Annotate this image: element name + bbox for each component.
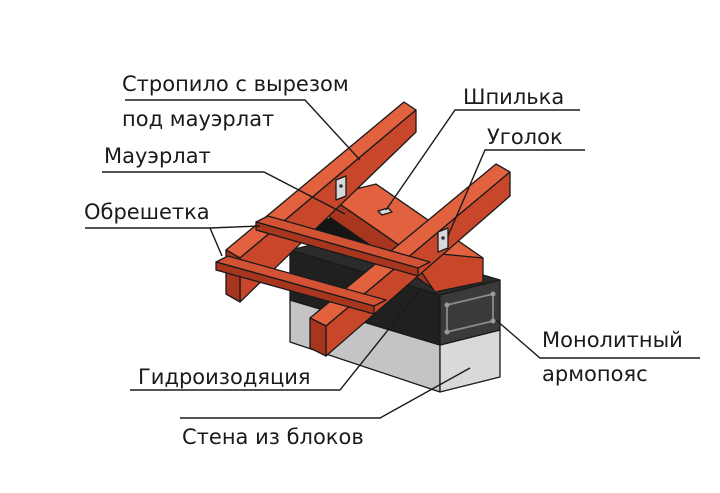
belt-rebar-dot [490,291,496,297]
angle-bracket-icon [335,175,347,201]
label-batten: Обрешетка [84,200,210,224]
rafter-near-end [309,317,327,357]
labels: Стропило с вырезом под мауэрлат Шпилька … [84,72,683,449]
label-waterproofing: Гидроизодяция [138,365,311,389]
label-stud: Шпилька [463,85,564,109]
leader-batten-2 [209,225,261,229]
angle-bolt [441,236,445,240]
leader-rafter [125,99,361,161]
angle-bracket-icon [437,227,449,253]
leader-wall [180,367,471,419]
stud-washer-icon [377,207,393,216]
label-rafter-line1: Стропило с вырезом [122,72,349,96]
label-angle: Уголок [487,125,563,149]
label-belt-line2: армопояс [542,362,648,386]
angle-bolt [339,184,343,188]
label-mauerlat: Мауэрлат [104,144,211,168]
label-belt-line1: Монолитный [542,328,683,352]
batten-lower-side [215,261,375,315]
label-rafter-line2: под мауэрлат [122,107,274,131]
leader-mauerlat [102,171,346,215]
belt-rebar-dot [490,318,496,324]
battens [215,215,431,315]
leader-batten [85,227,223,257]
belt-rebar-dot [444,302,450,308]
leader-lines [85,99,700,419]
leader-belt [495,319,700,359]
leader-angle [447,149,585,237]
belt-rebar-dot [444,329,450,335]
leader-waterproofing [130,289,421,391]
label-wall: Стена из блоков [182,425,364,449]
fasteners [335,175,449,253]
batten-upper-side [255,221,419,277]
leader-stud [385,109,580,211]
